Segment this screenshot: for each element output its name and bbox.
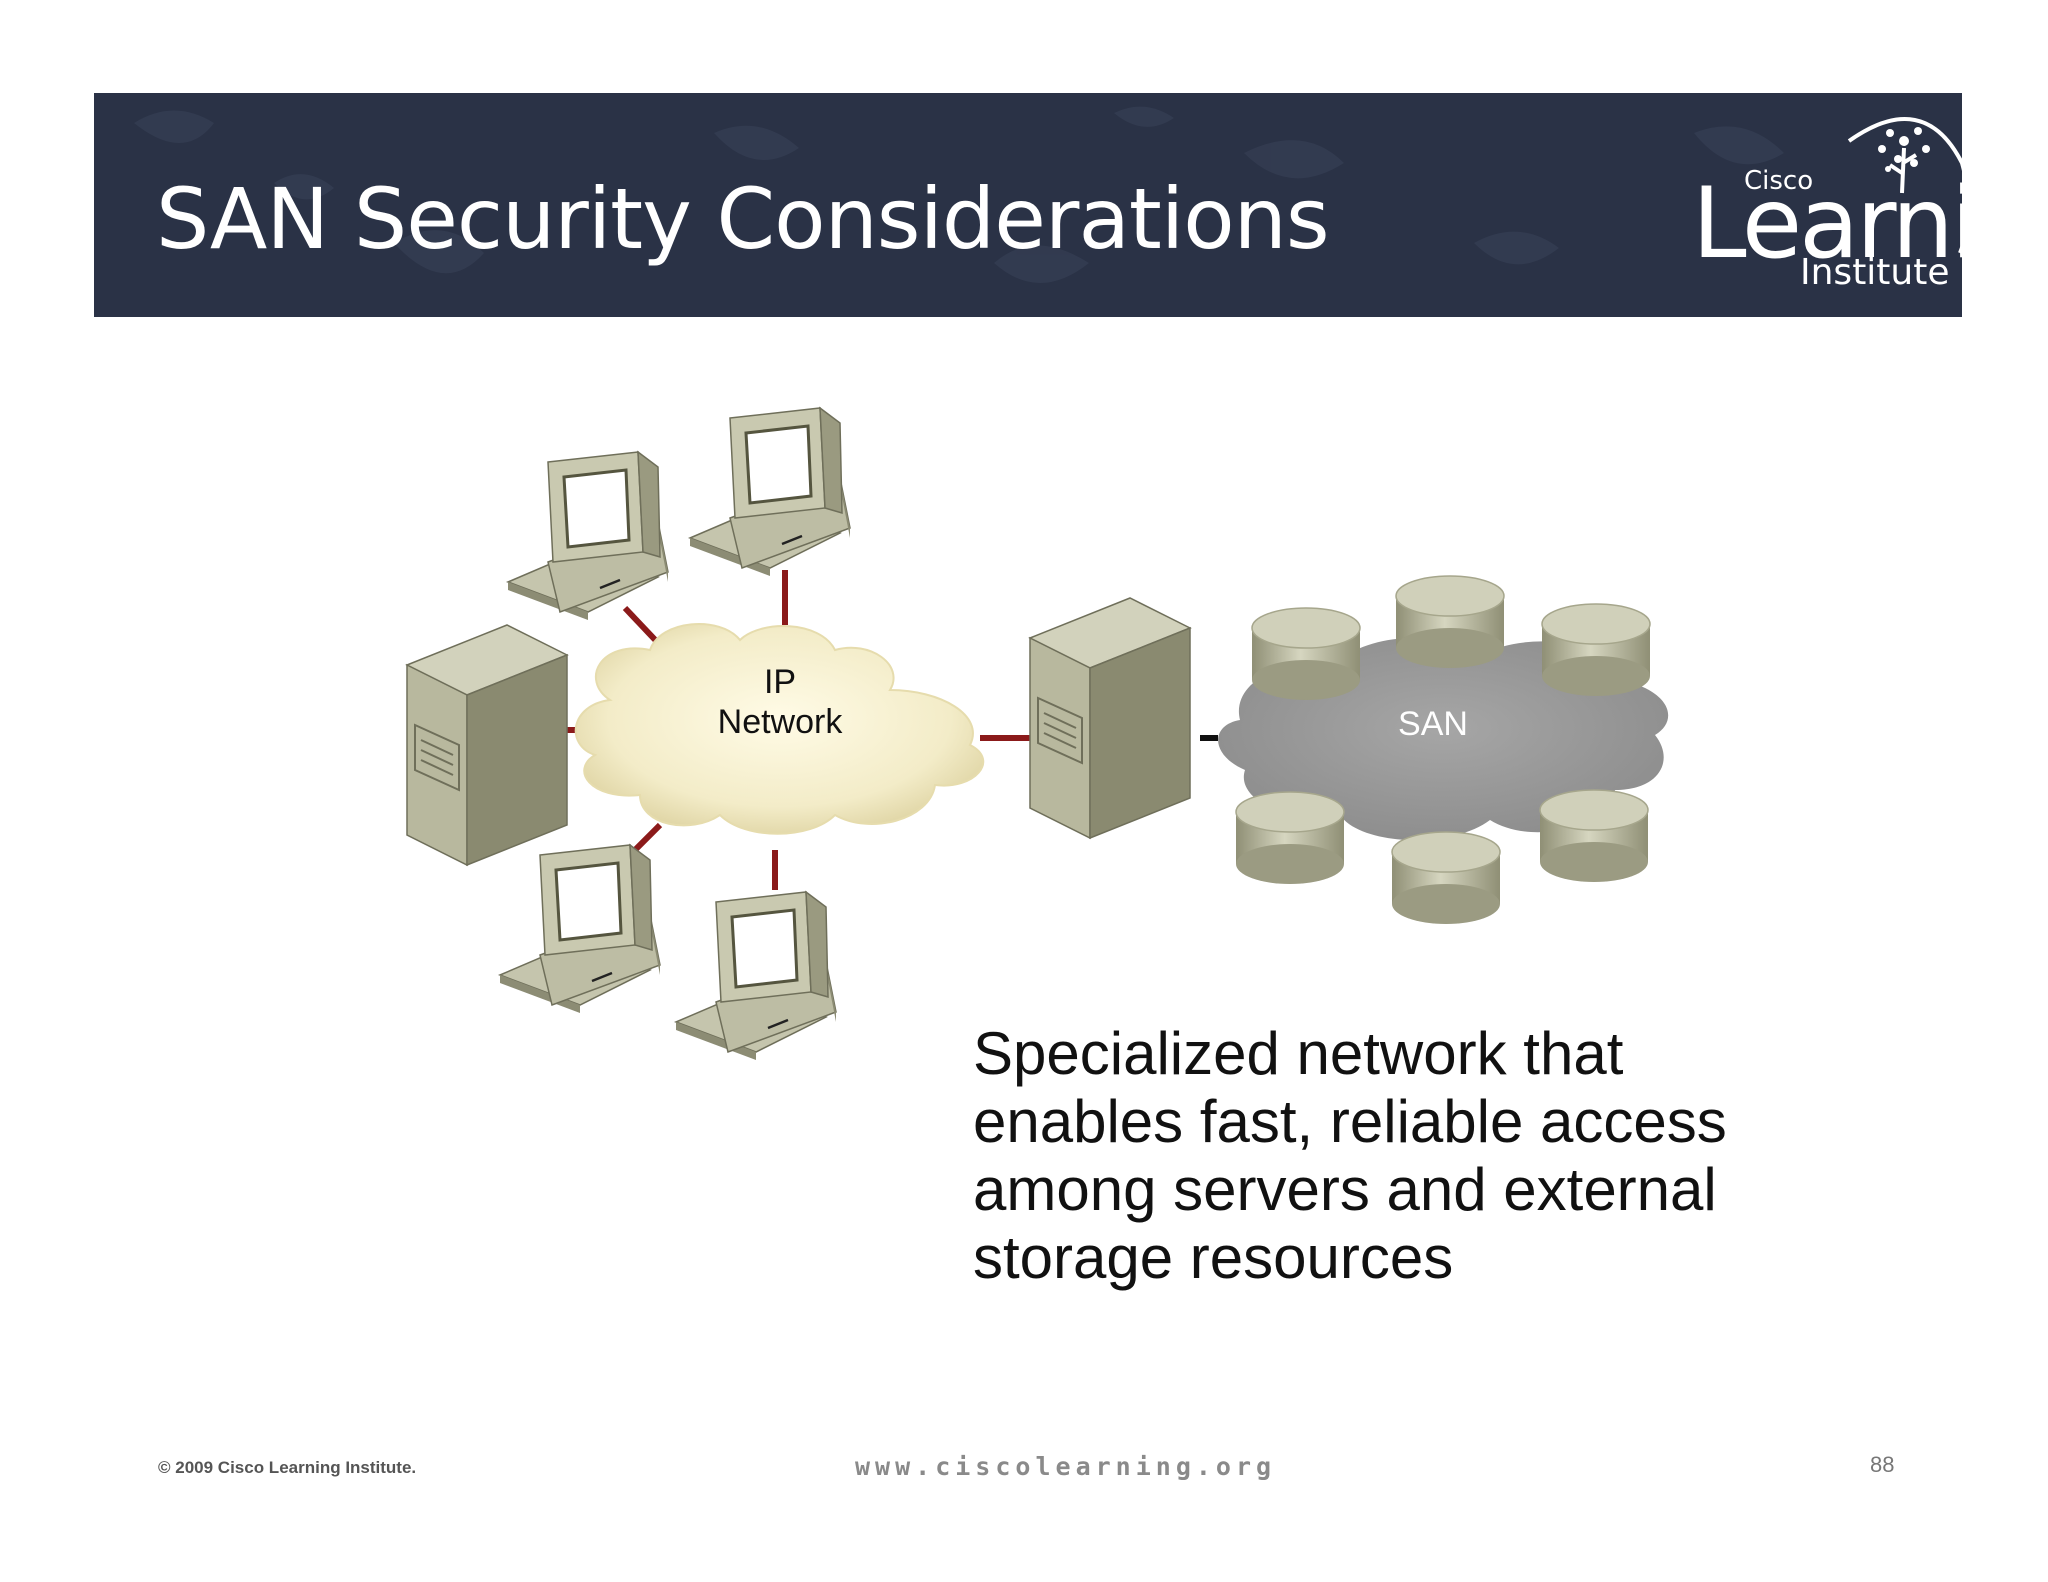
ip-network-label-line2: Network <box>718 703 844 741</box>
link-pc1-ip <box>622 605 663 648</box>
ip-network-label-line1: IP <box>764 663 796 701</box>
storage-disk-icon <box>1539 789 1649 883</box>
header-texture <box>134 106 1784 283</box>
workstation-icon-4 <box>674 890 838 1062</box>
workstation-icon-1 <box>506 450 670 622</box>
logo-institute-text: Institute <box>1800 252 1950 293</box>
server-left-icon <box>406 624 568 866</box>
storage-disk-icon <box>1391 831 1501 925</box>
storage-disk-icon <box>1541 603 1651 697</box>
storage-disk-icon <box>1235 791 1345 885</box>
page-number: 88 <box>1870 1452 1895 1477</box>
logo-cisco-text: Cisco <box>1744 166 1814 196</box>
san-label: SAN <box>1398 705 1468 743</box>
footer-website: www.ciscolearning.org <box>855 1452 1277 1481</box>
ip-network-cloud: IP Network <box>574 623 985 835</box>
header-banner: SAN Security Considerations Cisco Learni… <box>94 93 1962 317</box>
storage-disk-icon <box>1395 575 1505 669</box>
server-right-icon <box>1029 597 1191 839</box>
storage-disk-icon <box>1251 607 1361 701</box>
cisco-learning-institute-logo: Cisco Learning Institute <box>1584 93 1962 317</box>
workstation-icon-3 <box>498 843 662 1015</box>
workstation-icon-2 <box>688 406 852 578</box>
logo-tree-arc-icon <box>1847 117 1962 254</box>
logo-learning-text: Learning <box>1692 167 1962 281</box>
slide-title: SAN Security Considerations <box>156 170 1330 268</box>
san-description: Specialized network that enables fast, r… <box>973 1020 1727 1291</box>
footer-copyright: © 2009 Cisco Learning Institute. <box>158 1458 417 1477</box>
